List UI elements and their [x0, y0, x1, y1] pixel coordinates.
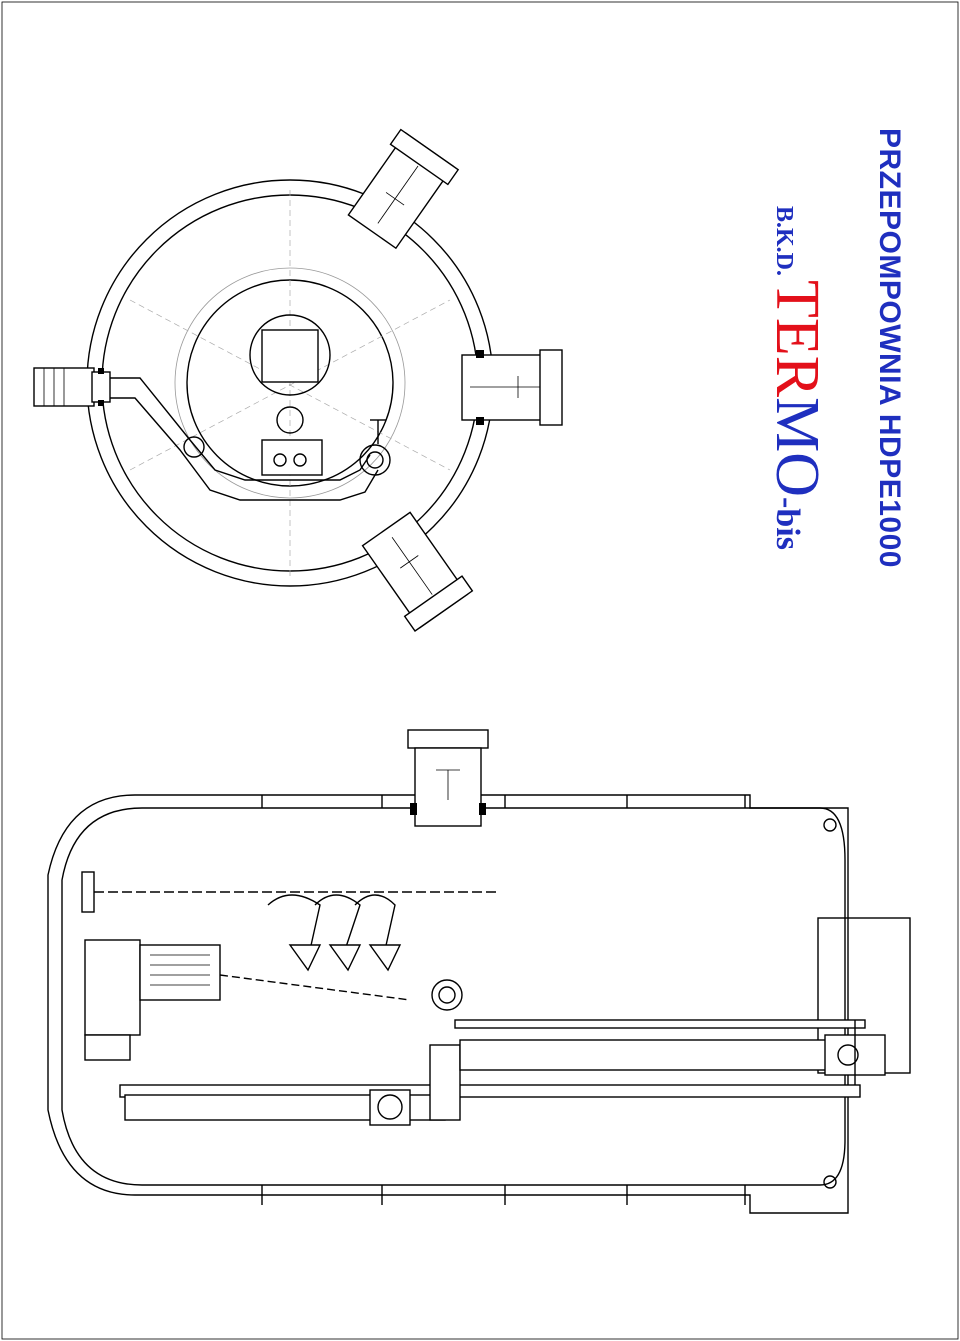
tank-ribs	[261, 795, 746, 1205]
inlet-pipe-section	[407, 729, 489, 827]
section-view	[47, 729, 911, 1214]
manhole-outer-ring	[174, 267, 406, 499]
lifting-eye-bottom	[823, 1175, 837, 1189]
float-chain	[81, 871, 500, 972]
inlet-pipe-right	[461, 349, 563, 426]
discharge-pipe-section	[119, 979, 886, 1126]
pump-section	[84, 939, 411, 1061]
cable-gland	[33, 367, 111, 407]
center-line-diag-b	[129, 299, 451, 471]
lifting-eye-top	[823, 818, 837, 832]
inlet-pipe-upper	[347, 128, 460, 250]
plan-view	[33, 128, 563, 633]
discharge-pipe-plan	[110, 377, 379, 501]
tank-inner-shell	[61, 807, 846, 1186]
tank-outer-shell	[47, 794, 849, 1214]
pump-plan	[183, 314, 391, 476]
inlet-pipe-lower	[361, 511, 474, 633]
